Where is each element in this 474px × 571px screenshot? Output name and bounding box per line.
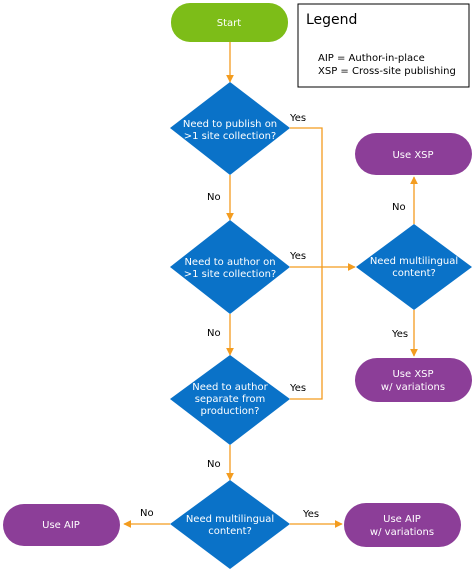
edge-label-separate-no: No — [207, 459, 221, 470]
decision-author-line-1: Need to author on — [184, 257, 275, 268]
terminal-use-xsp-label: Use XSP — [392, 150, 433, 161]
edge-label-multi-right-yes: Yes — [391, 329, 408, 340]
legend: Legend AIP = Author-in-place XSP = Cross… — [297, 3, 470, 88]
decision-multilingual-right-line-1: Need multilingual — [370, 256, 458, 267]
legend-box — [297, 3, 470, 88]
decision-separate: Need to author separate from production? — [170, 355, 290, 445]
decision-multilingual-right-line-2: content? — [392, 268, 436, 279]
terminal-use-xsp-variations: Use XSP w/ variations — [355, 358, 472, 402]
edge-label-separate-yes: Yes — [289, 383, 306, 394]
legend-line-aip: AIP = Author-in-place — [318, 53, 425, 64]
decision-multilingual-right: Need multilingual content? — [356, 224, 472, 310]
edge-label-author-yes: Yes — [289, 251, 306, 262]
decision-publish-line-1: Need to publish on — [183, 119, 277, 130]
terminal-use-xsp-variations-line-1: Use XSP — [392, 369, 433, 380]
terminal-use-aip-label: Use AIP — [42, 520, 80, 531]
terminal-use-xsp-variations-line-2: w/ variations — [381, 382, 445, 393]
decision-multilingual-bottom-line-2: content? — [208, 526, 252, 537]
decision-author-line-2: >1 site collection? — [184, 269, 276, 280]
edge-label-publish-yes: Yes — [289, 113, 306, 124]
edge-labels: Yes No Yes No Yes No No Yes No Yes — [140, 113, 408, 520]
edge-label-multi-bottom-no: No — [140, 508, 154, 519]
connector-separate-yes — [290, 267, 323, 400]
decision-separate-line-3: production? — [200, 406, 259, 417]
edge-label-multi-bottom-yes: Yes — [302, 509, 319, 520]
terminal-use-aip-variations-line-2: w/ variations — [370, 527, 434, 538]
decision-publish-line-2: >1 site collection? — [184, 131, 276, 142]
connectors — [123, 42, 418, 528]
edge-label-publish-no: No — [207, 192, 221, 203]
edge-label-multi-right-no: No — [392, 202, 406, 213]
legend-title: Legend — [306, 12, 357, 28]
decision-author: Need to author on >1 site collection? — [170, 220, 290, 314]
terminal-use-aip: Use AIP — [3, 504, 120, 546]
decision-separate-line-1: Need to author — [192, 382, 268, 393]
terminal-use-aip-variations-line-1: Use AIP — [383, 514, 421, 525]
decision-separate-line-2: separate from — [195, 394, 266, 405]
connector-publish-yes — [290, 127, 323, 267]
edge-label-author-no: No — [207, 328, 221, 339]
decision-publish: Need to publish on >1 site collection? — [170, 82, 290, 175]
decision-multilingual-bottom: Need multilingual content? — [170, 480, 290, 569]
terminal-use-xsp: Use XSP — [355, 133, 472, 175]
terminal-use-aip-variations: Use AIP w/ variations — [344, 503, 461, 547]
legend-line-xsp: XSP = Cross-site publishing — [318, 66, 456, 77]
decision-multilingual-bottom-line-1: Need multilingual — [186, 514, 274, 525]
start-node: Start — [171, 3, 288, 42]
start-label: Start — [217, 18, 242, 29]
